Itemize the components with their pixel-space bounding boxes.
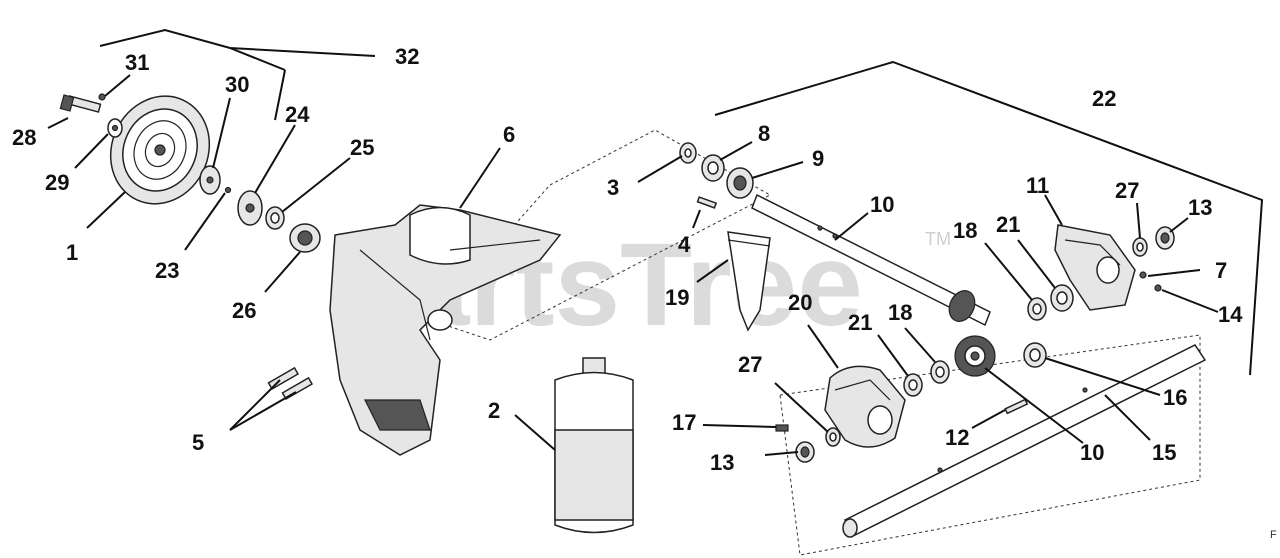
callout-27b: 27 (738, 352, 762, 377)
callout-31: 31 (125, 50, 149, 75)
callout-14: 14 (1218, 302, 1243, 327)
pulley-part (109, 95, 211, 205)
callout-10b: 10 (1080, 440, 1104, 465)
callout-28: 28 (12, 125, 36, 150)
callout-18b: 18 (888, 300, 912, 325)
bearing-part-9 (726, 167, 754, 199)
callout-27a: 27 (1115, 178, 1139, 203)
key-part-12 (1004, 398, 1029, 415)
callout-30: 30 (225, 72, 249, 97)
callout-labels: 1 2 3 4 5 6 7 8 9 10 10 11 12 13 13 14 1… (12, 44, 1243, 475)
callout-13b: 13 (710, 450, 734, 475)
callout-19: 19 (665, 285, 689, 310)
auger-shaft-part (842, 344, 1207, 538)
oil-bottle-part (554, 357, 634, 534)
pin-part-23 (224, 186, 232, 194)
bearing-part (265, 206, 285, 230)
corner-mark: F (1270, 529, 1277, 541)
callout-17: 17 (672, 410, 696, 435)
callout-21b: 21 (848, 310, 872, 335)
callout-20: 20 (788, 290, 812, 315)
seal-part-27a (1132, 237, 1148, 257)
washer-part-18a (1027, 297, 1047, 321)
screw-part-14 (1154, 284, 1162, 292)
seal-part-27b (825, 427, 841, 447)
hub-part (199, 165, 221, 195)
bushing-part-16 (1023, 342, 1047, 368)
callout-5: 5 (192, 430, 204, 455)
bearing-part-13a (1155, 226, 1175, 250)
leader-lines (47, 74, 1219, 456)
callout-18a: 18 (953, 218, 977, 243)
callout-1: 1 (66, 240, 78, 265)
collar-part (289, 223, 321, 253)
gearbox-half-right-part (1054, 224, 1136, 311)
key-part (696, 196, 718, 209)
flange-part (237, 190, 263, 226)
fitting-part-7 (1139, 271, 1147, 279)
grease-tube-part (727, 231, 771, 332)
shaft-dashed-outline (779, 334, 1201, 556)
callout-10a: 10 (870, 192, 894, 217)
bearing-part-8 (701, 154, 725, 182)
callout-11: 11 (1026, 173, 1049, 198)
callout-32: 32 (395, 44, 419, 69)
chute-housing-part (329, 204, 562, 456)
callout-7: 7 (1215, 258, 1227, 283)
callout-25: 25 (350, 135, 374, 160)
callout-15: 15 (1152, 440, 1176, 465)
callout-16: 16 (1163, 385, 1187, 410)
callout-26: 26 (232, 298, 256, 323)
worm-shaft-part (751, 193, 991, 327)
callout-9: 9 (812, 146, 824, 171)
callout-29: 29 (45, 170, 69, 195)
callout-2: 2 (488, 398, 500, 423)
callout-13a: 13 (1188, 195, 1212, 220)
small-pin-part (98, 93, 106, 101)
callout-12: 12 (945, 425, 969, 450)
spacer-part-21b (903, 373, 923, 397)
callout-8: 8 (758, 121, 770, 146)
callout-21a: 21 (996, 212, 1020, 237)
callout-22: 22 (1092, 86, 1116, 111)
washer-part-18b (930, 360, 950, 384)
callout-6: 6 (503, 122, 515, 147)
bolt-part (59, 94, 102, 113)
gearbox-half-left-part (824, 365, 906, 448)
washer-part (107, 118, 123, 138)
worm-gear-part (954, 335, 996, 377)
screw-part-17 (775, 424, 789, 432)
seal-part-3 (679, 142, 697, 164)
bearing-part-13b (795, 441, 815, 463)
bracket-22 (714, 60, 1264, 376)
chute-dashed-outline (429, 129, 772, 341)
bracket-32 (99, 28, 376, 121)
callout-3: 3 (607, 175, 619, 200)
watermark-tm: TM (925, 229, 951, 249)
callout-23: 23 (155, 258, 179, 283)
callout-24: 24 (285, 102, 310, 127)
callout-4: 4 (678, 232, 691, 257)
spacer-part-21a (1050, 284, 1074, 312)
